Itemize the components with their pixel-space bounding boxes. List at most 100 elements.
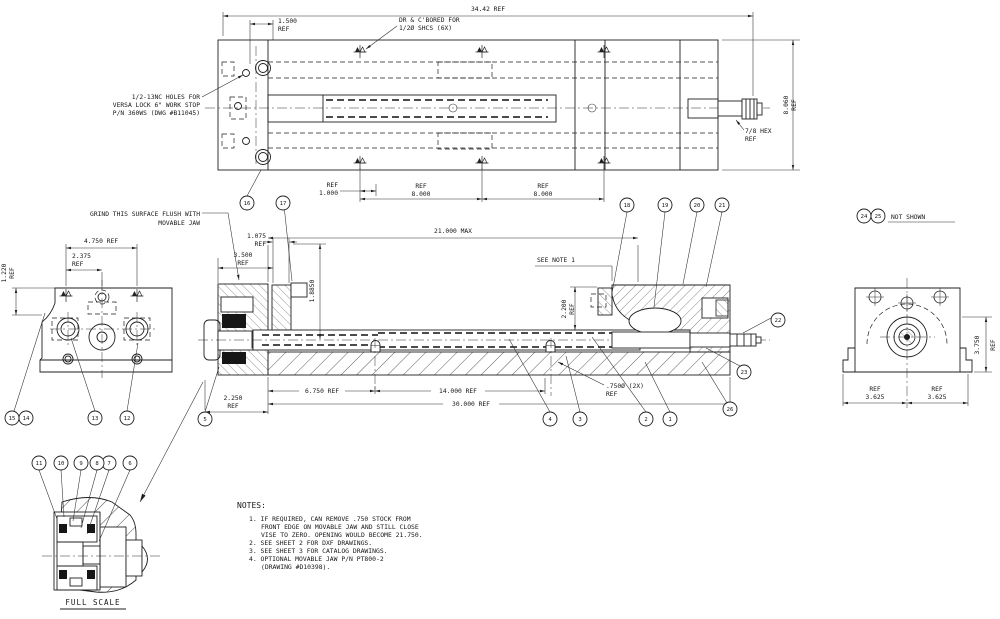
balloon-12: 12: [119, 410, 135, 426]
detail-reference-arrow: [139, 381, 204, 503]
svg-text:NOT SHOWN: NOT SHOWN: [891, 214, 925, 221]
dim-1-075: 1.075 REF: [247, 233, 297, 283]
dim-3-750: 3.750 REF: [962, 316, 997, 373]
svg-text:13: 13: [92, 416, 99, 422]
svg-text:14: 14: [23, 416, 30, 422]
balloon-18: 18: [619, 197, 635, 213]
svg-text:SEE NOTE 1: SEE NOTE 1: [537, 257, 575, 264]
left-end-view: 4.750 REF 2.375 REF 1.220 REF: [1, 238, 173, 378]
dim-1-8850: 1.8850: [293, 243, 326, 339]
svg-text:4.750 REF: 4.750 REF: [84, 238, 118, 245]
balloon-2: 2: [638, 411, 654, 427]
dim-21-000-max: 21.000 MAX: [267, 228, 639, 282]
svg-text:4: 4: [548, 417, 552, 423]
svg-text:6.750 REF: 6.750 REF: [305, 388, 339, 395]
svg-text:24: 24: [861, 214, 868, 220]
svg-text:REF: REF: [745, 136, 757, 143]
svg-text:P/N 360WS (DWG #B11045): P/N 360WS (DWG #B11045): [113, 110, 200, 117]
svg-text:8.000: 8.000: [534, 191, 553, 198]
svg-text:REF: REF: [255, 241, 267, 248]
svg-text:REF: REF: [990, 339, 997, 351]
balloon-15: 15: [4, 410, 20, 426]
notes-block: NOTES: 1. IF REQUIRED, CAN REMOVE .750 S…: [237, 501, 423, 571]
svg-text:1/2-13NC HOLES FOR: 1/2-13NC HOLES FOR: [132, 94, 200, 101]
balloon-23: 23: [736, 364, 752, 380]
dia-750-callout: .750Ø (2X) REF: [557, 361, 644, 398]
svg-text:REF: REF: [72, 261, 84, 268]
balloon-13: 13: [87, 410, 103, 426]
balloon-16: 16: [239, 195, 255, 211]
svg-text:2: 2: [644, 417, 647, 423]
dim-2-250: 2.250 REF: [204, 380, 268, 414]
balloon-10: 10: [53, 455, 69, 471]
svg-text:22: 22: [775, 318, 782, 324]
lube-fitting: [370, 338, 381, 392]
svg-text:1.500: 1.500: [278, 18, 297, 25]
balloon-8: 8: [89, 455, 105, 471]
svg-text:25: 25: [875, 214, 882, 220]
svg-text:8.060: 8.060: [783, 95, 790, 114]
svg-text:VERSA LOCK 6" WORK STOP: VERSA LOCK 6" WORK STOP: [113, 102, 200, 109]
svg-text:8: 8: [95, 461, 99, 467]
balloon-24: 24: [856, 208, 872, 224]
svg-text:2.250: 2.250: [224, 395, 243, 402]
svg-text:REF: REF: [237, 260, 249, 267]
balloon-3: 3: [572, 411, 588, 427]
svg-text:.750Ø (2X): .750Ø (2X): [606, 382, 644, 390]
svg-text:2.375: 2.375: [72, 253, 91, 260]
svg-text:REF: REF: [791, 99, 798, 111]
dim-1-500: 1.500 REF: [249, 18, 297, 64]
svg-text:REF: REF: [415, 183, 427, 190]
svg-text:23: 23: [741, 370, 748, 376]
svg-text:2. SEE SHEET 2 FOR DXF DRAWING: 2. SEE SHEET 2 FOR DXF DRAWINGS.: [249, 539, 372, 547]
detail-caption: FULL SCALE: [65, 598, 120, 607]
svg-text:REF: REF: [537, 183, 549, 190]
balloon-6: 6: [122, 455, 138, 471]
balloon-26: 26: [722, 401, 738, 417]
svg-text:REF: REF: [9, 267, 16, 279]
versa-lock-callout: 1/2-13NC HOLES FOR VERSA LOCK 6" WORK ST…: [113, 74, 244, 117]
dim-overall-34-42: 34.42 REF: [222, 6, 754, 96]
grind-callout: GRIND THIS SURFACE FLUSH WITH MOVABLE JA…: [90, 211, 240, 281]
svg-text:2.200: 2.200: [561, 299, 568, 318]
dim-3-625-pair: REF 3.625 REF 3.625: [842, 374, 969, 406]
svg-text:14.000 REF: 14.000 REF: [439, 388, 477, 395]
detail-view: FULL SCALE: [42, 381, 204, 610]
svg-text:REF: REF: [606, 391, 618, 398]
svg-text:1.8850: 1.8850: [309, 279, 316, 302]
svg-text:5: 5: [203, 417, 206, 423]
balloon-5: 5: [197, 411, 213, 427]
movable-jaw-plate: [271, 284, 292, 331]
lube-fitting: [545, 338, 556, 396]
svg-text:REF: REF: [227, 403, 239, 410]
dim-3-500: 3.500 REF: [217, 252, 273, 283]
svg-text:REF: REF: [931, 386, 943, 393]
jaw-step: [290, 282, 308, 298]
right-end-view: NOT SHOWN 3.750 REF REF 3.625 REF 3.625: [842, 214, 997, 408]
svg-text:30.000 REF: 30.000 REF: [452, 401, 490, 408]
svg-text:3.500: 3.500: [234, 252, 253, 259]
balloon-4: 4: [542, 411, 558, 427]
svg-text:1.000: 1.000: [319, 190, 338, 197]
balloon-19: 19: [657, 197, 673, 213]
screw-shaft: [717, 100, 743, 117]
dim-2-375: 2.375 REF: [66, 253, 103, 286]
balloon-14: 14: [18, 410, 34, 426]
svg-text:3. SEE SHEET 3 FOR CATALOG DRA: 3. SEE SHEET 3 FOR CATALOG DRAWINGS.: [249, 547, 388, 555]
hex-end: [741, 98, 758, 120]
svg-text:11: 11: [36, 461, 43, 467]
dim-6-750: 6.750 REF: [267, 377, 376, 414]
balloon-17: 17: [275, 195, 291, 211]
svg-text:1.220: 1.220: [1, 263, 8, 282]
dim-1-220: 1.220 REF: [1, 263, 55, 316]
svg-text:DR & C'BORED FOR: DR & C'BORED FOR: [399, 17, 460, 24]
dim-8-060: 8.060 REF: [722, 39, 800, 171]
svg-text:18: 18: [624, 203, 631, 209]
svg-text:21: 21: [719, 203, 726, 209]
svg-text:3.625: 3.625: [866, 394, 885, 401]
section-view: 21.000 MAX GRIND THIS SURFACE FLUSH WITH…: [90, 211, 770, 414]
svg-text:7/8 HEX: 7/8 HEX: [745, 128, 772, 135]
svg-text:1: 1: [668, 417, 671, 423]
svg-text:1. IF REQUIRED, CAN REMOVE .75: 1. IF REQUIRED, CAN REMOVE .750 STOCK FR…: [249, 515, 411, 523]
